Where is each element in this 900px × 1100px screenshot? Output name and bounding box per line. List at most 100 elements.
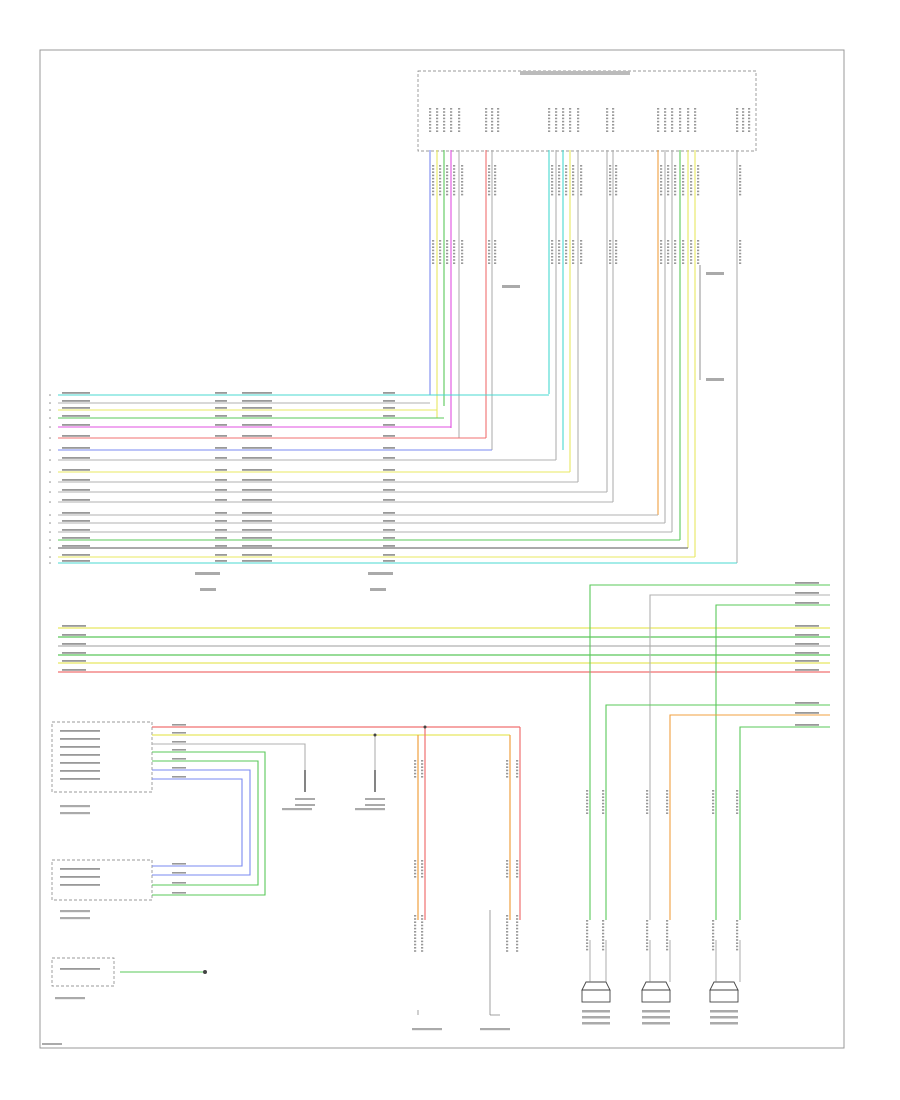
wire-label-mark xyxy=(461,165,464,167)
wire-label-mark xyxy=(516,772,519,775)
wire-label-mark xyxy=(736,939,739,941)
pin-label-mark xyxy=(742,130,745,132)
wire-label-mark xyxy=(446,262,449,264)
wire-label-mark xyxy=(690,174,693,177)
wire-label-mark xyxy=(666,945,669,948)
wire-label-mark xyxy=(646,920,649,922)
wire-label-mark xyxy=(674,171,677,173)
pin-label-mark xyxy=(458,117,461,120)
switch-label-mark xyxy=(60,770,100,772)
pin-label-mark xyxy=(687,120,690,123)
wire-label-mark xyxy=(586,942,589,944)
wire-label-mark xyxy=(516,776,519,778)
pin-label-mark xyxy=(606,114,609,116)
wire-label-mark xyxy=(172,749,186,751)
wire-label-mark xyxy=(646,939,649,941)
wire-label-mark xyxy=(580,187,583,189)
pin-label-mark xyxy=(612,130,615,132)
row-label-mark xyxy=(62,424,90,426)
pin-label-mark xyxy=(606,130,609,132)
wire-label-mark xyxy=(565,262,568,264)
wire-label-mark xyxy=(516,943,519,946)
wire-label-mark xyxy=(666,932,669,935)
wire-label-mark xyxy=(697,177,700,180)
wire-label-mark xyxy=(690,256,693,258)
middle-harness-wires xyxy=(58,582,830,920)
row-label-mark xyxy=(383,545,395,547)
row-label-mark xyxy=(242,512,272,514)
pin-label-mark xyxy=(443,124,446,126)
wire-label-mark xyxy=(674,252,677,255)
pin-label-mark xyxy=(497,124,500,126)
switch-label-mark xyxy=(60,762,100,764)
wire-label-mark xyxy=(736,806,739,808)
wire-label-mark xyxy=(172,758,186,760)
pin-label-mark xyxy=(491,108,494,110)
wire-label-mark xyxy=(516,869,519,872)
switch-wires xyxy=(55,724,521,1031)
switch-label-mark xyxy=(60,884,100,886)
wire-label-mark xyxy=(488,181,491,183)
row-pin xyxy=(49,539,51,541)
wire-label-mark xyxy=(516,924,519,927)
wire-label-mark xyxy=(697,174,700,177)
wire-label-mark xyxy=(580,249,583,252)
wire-label-mark xyxy=(172,872,186,874)
wire-label-mark xyxy=(602,948,605,951)
wire-label-mark xyxy=(494,184,497,186)
wire-label-mark xyxy=(421,934,424,936)
switch-label-mark xyxy=(60,746,100,748)
component-label-mark xyxy=(60,917,90,920)
page-code-mark xyxy=(42,1043,62,1045)
pin-label-mark xyxy=(671,117,674,120)
pin-label-mark xyxy=(458,130,461,132)
row-label-mark xyxy=(383,499,395,501)
wire-label-mark xyxy=(494,165,497,167)
pin-label-mark xyxy=(569,117,572,120)
wire-label-mark xyxy=(660,184,663,186)
speaker-label-mark xyxy=(710,1016,738,1019)
wire-label-mark xyxy=(421,921,424,923)
pin-label-mark xyxy=(555,130,558,132)
wire-label-mark xyxy=(697,262,700,264)
row-label-mark xyxy=(242,435,272,437)
wire-label-mark xyxy=(461,193,464,196)
top-module-pin-labels xyxy=(429,71,751,132)
pin-label-mark xyxy=(548,111,551,113)
pin-label-mark xyxy=(458,111,461,113)
wire-label-mark xyxy=(172,863,186,865)
wire-label-mark xyxy=(602,926,605,928)
connector-label xyxy=(368,572,393,575)
pin-label-mark xyxy=(497,108,500,110)
wire-label-mark xyxy=(667,165,670,167)
wire-label-mark xyxy=(439,249,442,252)
wire-label-mark xyxy=(488,249,491,252)
row-label-mark xyxy=(215,520,227,522)
wire-label-mark xyxy=(421,869,424,872)
wire-label-mark xyxy=(558,184,561,186)
wire-label-mark xyxy=(712,793,715,795)
wire-label-mark xyxy=(690,243,693,245)
pin-label-mark xyxy=(694,127,697,129)
pin-label-mark xyxy=(491,114,494,116)
row-label-mark xyxy=(62,512,90,514)
row-label-mark xyxy=(62,520,90,522)
wire-label-mark xyxy=(439,243,442,245)
wire-label-mark xyxy=(565,193,568,196)
wire-label-mark xyxy=(494,190,497,193)
pin-label-mark xyxy=(577,111,580,113)
wire-label-mark xyxy=(586,948,589,951)
wire-label-mark xyxy=(602,806,605,808)
wire-label-mark xyxy=(439,252,442,255)
pin-label-mark xyxy=(555,108,558,110)
pin-label-mark xyxy=(612,117,615,120)
pin-label-mark xyxy=(548,120,551,123)
pin-label-mark xyxy=(436,111,439,113)
pin-label-mark xyxy=(748,108,751,110)
wire-label-mark xyxy=(602,929,605,932)
wire-label-mark xyxy=(432,184,435,186)
pin-label-mark xyxy=(491,111,494,113)
wire-label-mark xyxy=(172,882,186,884)
wire-label-mark xyxy=(446,181,449,183)
wire-label-mark xyxy=(488,184,491,186)
